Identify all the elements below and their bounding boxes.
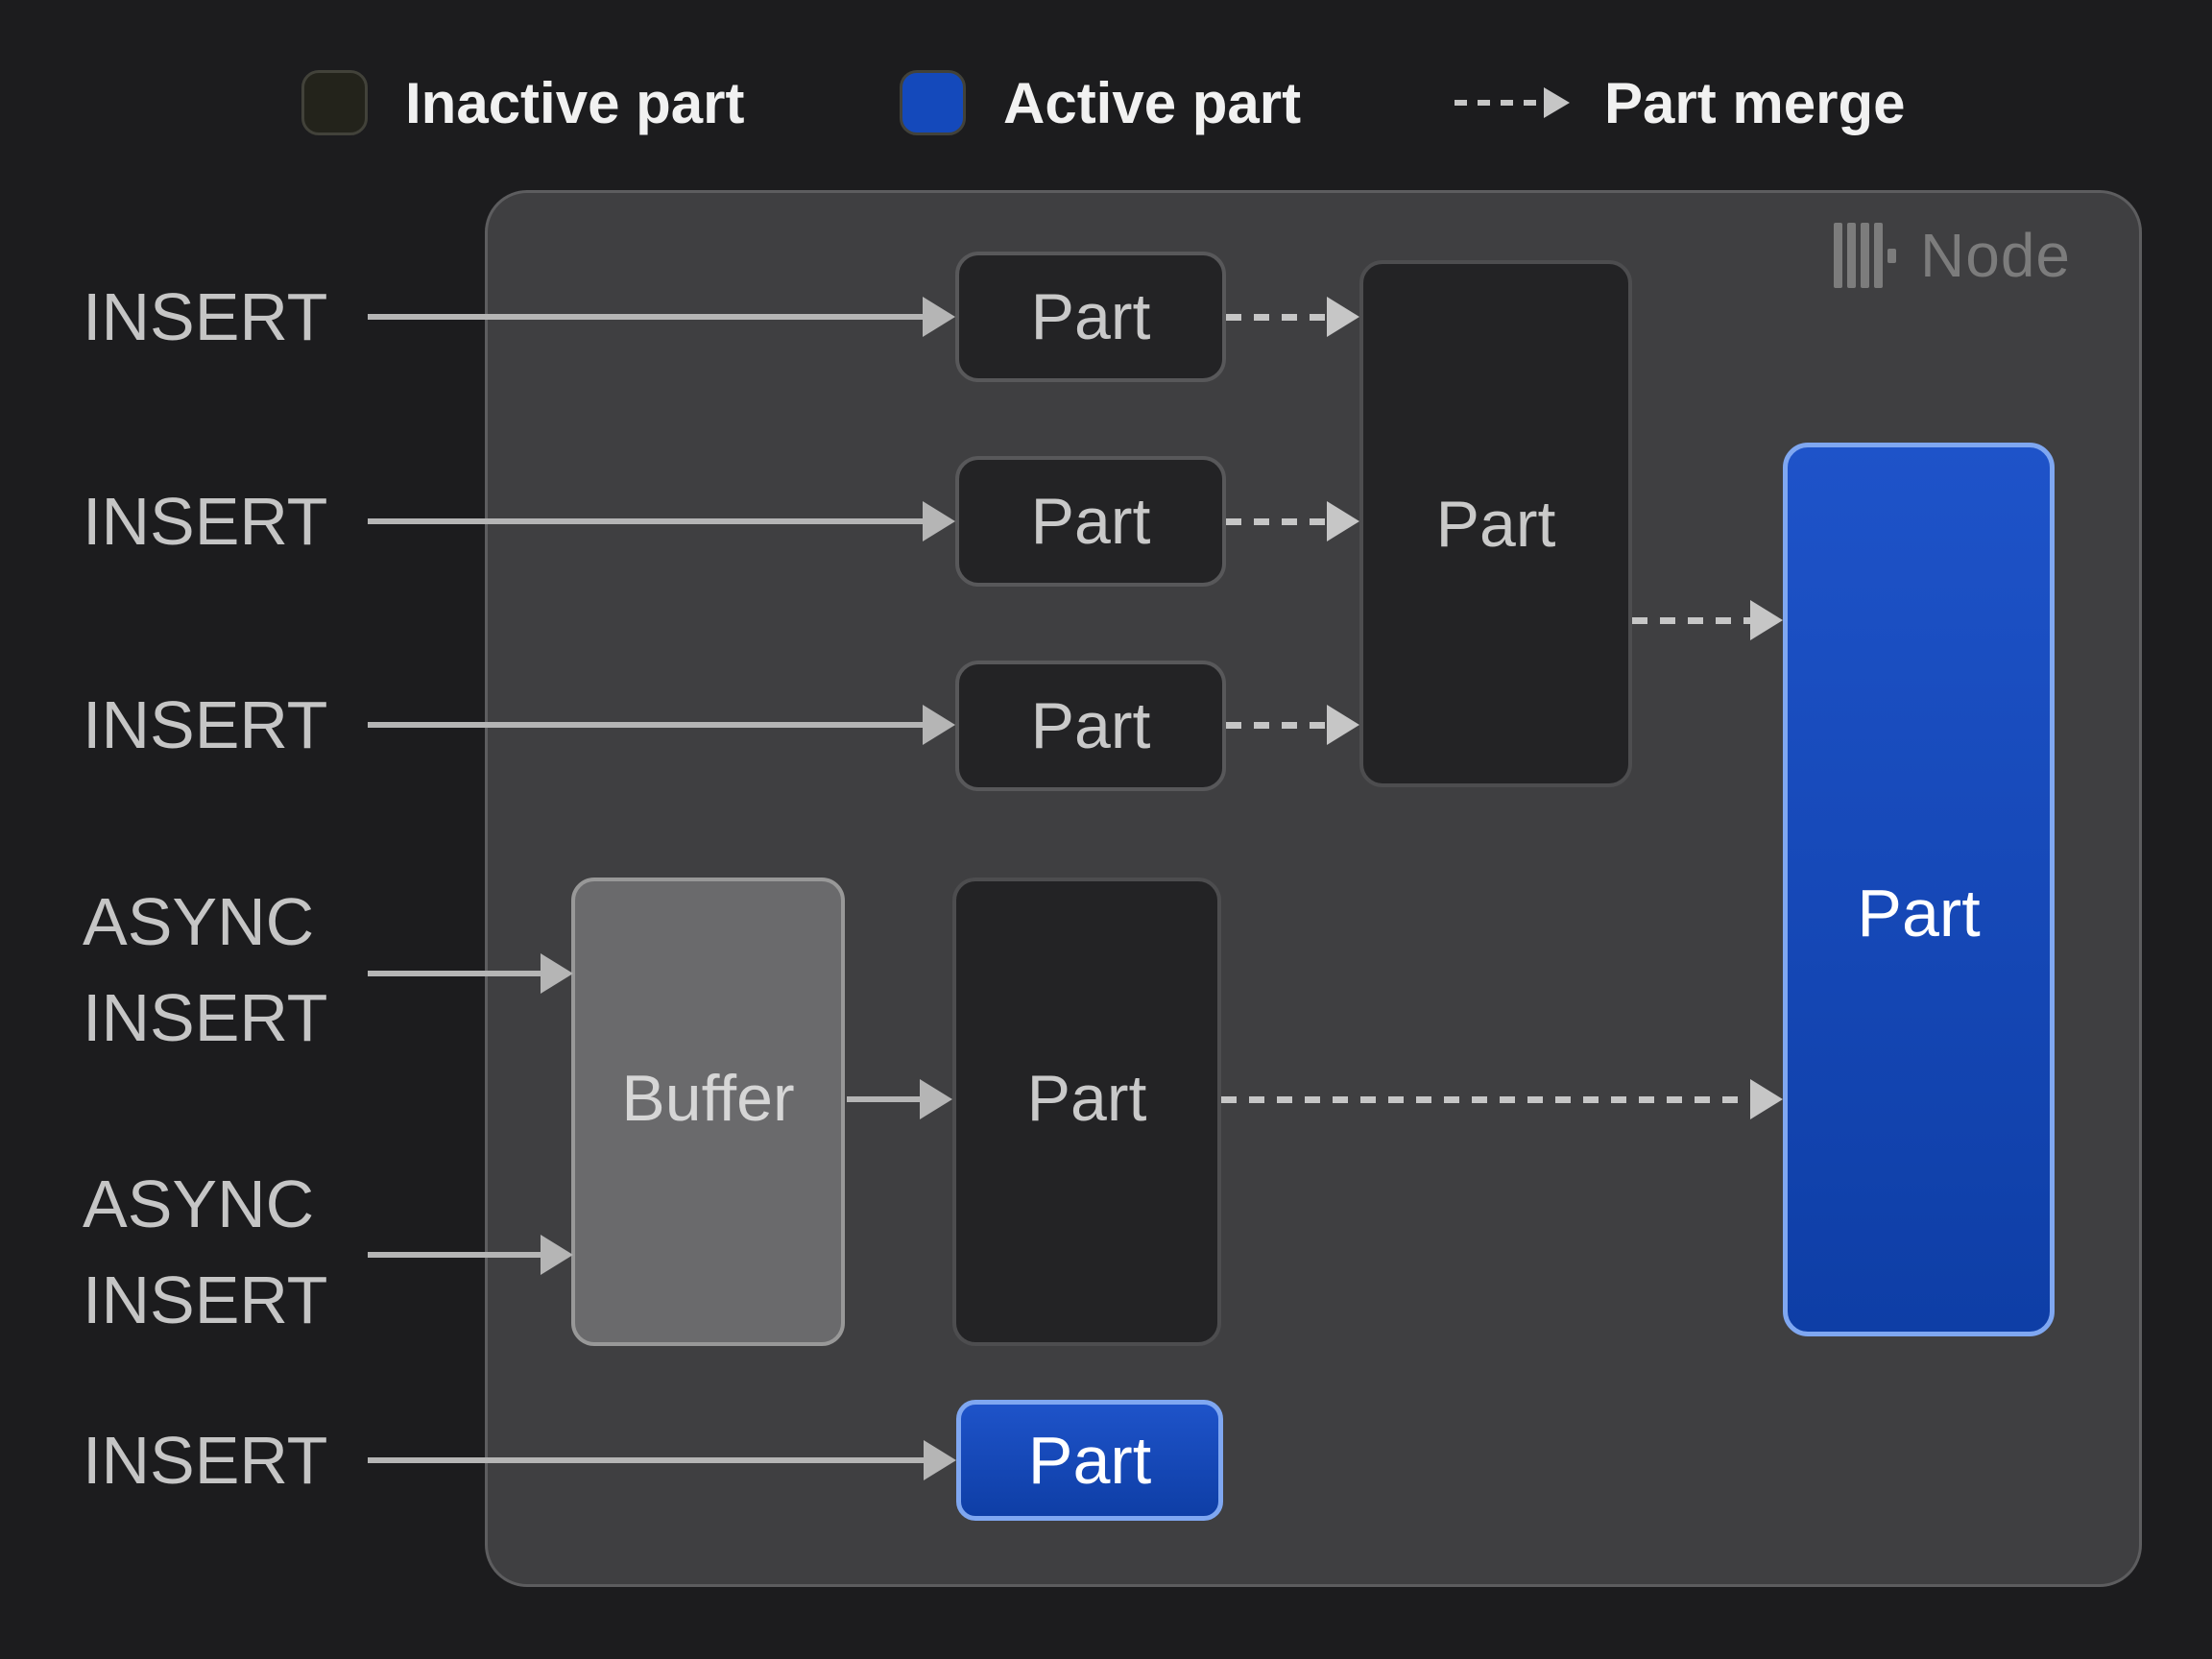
part-box-label: Part xyxy=(1030,689,1151,762)
node-title-label: Node xyxy=(1920,221,2071,290)
legend-item-active-part: Active part xyxy=(900,70,1301,135)
part-box-active-large: Part xyxy=(1783,443,2055,1336)
merge-arrow-buffered-to-active xyxy=(1221,1079,1783,1119)
clickhouse-bars-icon xyxy=(1834,223,1896,288)
part-box-from-buffer: Part xyxy=(952,878,1221,1346)
node-title: Node xyxy=(1834,220,2071,291)
insert-label-2: INSERT xyxy=(83,484,328,559)
legend-active-label: Active part xyxy=(1003,70,1302,135)
arrow-async-insert-2 xyxy=(368,1235,573,1275)
insert-label-1: INSERT xyxy=(83,279,328,354)
legend-item-part-merge: Part merge xyxy=(1455,70,1905,135)
inactive-part-swatch xyxy=(301,70,368,135)
legend-merge-label: Part merge xyxy=(1604,70,1906,135)
part-box-inactive-3: Part xyxy=(955,661,1226,791)
insert-label-3: INSERT xyxy=(83,687,328,762)
part-box-merged: Part xyxy=(1359,260,1632,787)
merge-arrow-part1 xyxy=(1226,297,1359,337)
arrow-insert-2 xyxy=(368,501,955,541)
part-box-label: Part xyxy=(1030,485,1151,558)
arrow-buffer-to-part xyxy=(847,1079,952,1119)
merge-arrow-part3 xyxy=(1226,705,1359,745)
merge-arrow-part2 xyxy=(1226,501,1359,541)
part-box-label: Part xyxy=(1030,280,1151,353)
legend-inactive-label: Inactive part xyxy=(405,70,745,135)
part-box-label: Part xyxy=(1027,1423,1152,1498)
buffer-box: Buffer xyxy=(571,878,845,1346)
active-part-swatch xyxy=(900,70,966,135)
dashed-arrow-icon xyxy=(1455,87,1570,118)
part-box-label: Part xyxy=(1857,875,1981,950)
arrow-insert-4 xyxy=(368,1440,956,1480)
arrow-insert-1 xyxy=(368,297,955,337)
arrow-async-insert-1 xyxy=(368,953,573,994)
part-box-active-new: Part xyxy=(956,1400,1223,1521)
part-box-inactive-1: Part xyxy=(955,252,1226,382)
arrow-insert-3 xyxy=(368,705,955,745)
part-box-label: Part xyxy=(1435,487,1556,561)
buffer-box-label: Buffer xyxy=(621,1062,795,1135)
part-box-inactive-2: Part xyxy=(955,456,1226,587)
legend-item-inactive-part: Inactive part xyxy=(301,70,744,135)
part-box-label: Part xyxy=(1026,1062,1147,1135)
merge-arrow-merged-to-active xyxy=(1632,600,1783,640)
insert-label-4: INSERT xyxy=(83,1423,328,1498)
